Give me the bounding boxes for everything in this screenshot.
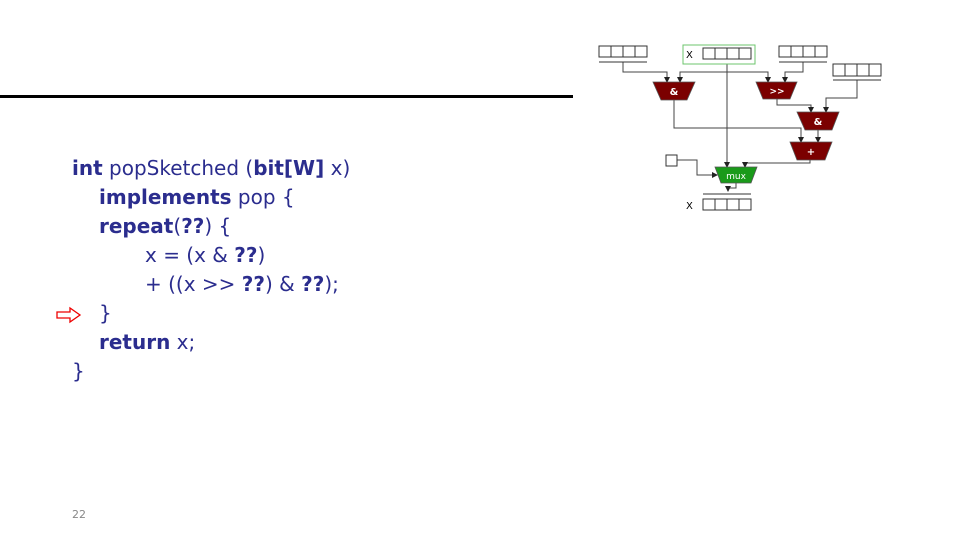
code-text: ) { (204, 214, 232, 238)
hole: ?? (181, 214, 205, 238)
mux-select-bit (665, 154, 678, 167)
output-x-register (702, 193, 752, 211)
constant-register-c (832, 63, 882, 81)
code-text: popSketched ( (102, 156, 254, 180)
hole: ?? (241, 272, 265, 296)
keyword: implements (99, 185, 232, 209)
and-label: & (670, 87, 679, 98)
code-text: x = (x & (145, 243, 235, 267)
code-line-close-fn: } (72, 359, 85, 383)
and-gate-1 (652, 81, 696, 101)
and2-label: & (814, 117, 823, 128)
code-text: ( (173, 214, 182, 238)
hole: ?? (234, 243, 258, 267)
code-text: + ((x >> (145, 272, 242, 296)
and-gate-2 (796, 111, 840, 131)
code-line-assign: x = (x & ??) (145, 243, 265, 267)
code-line-return: return x; (99, 330, 195, 354)
shift-gate (755, 81, 798, 100)
hole: ?? (301, 272, 325, 296)
code-line-implements: implements pop { (99, 185, 295, 209)
code-text: pop { (231, 185, 295, 209)
code-line-close-repeat: } (99, 301, 112, 325)
keyword: return (99, 330, 171, 354)
code-text: x) (324, 156, 351, 180)
page-number: 22 (72, 508, 86, 521)
code-line-repeat: repeat(??) { (99, 214, 231, 238)
output-x-label: X (686, 201, 693, 212)
current-line-arrow-icon (56, 306, 82, 324)
mux-gate (714, 166, 758, 184)
keyword: repeat (99, 214, 174, 238)
code-text: ) (257, 243, 266, 267)
keyword: int (72, 156, 103, 180)
code-text: ) & (265, 272, 302, 296)
shift-label: >> (769, 87, 784, 97)
plus-label: + (807, 147, 815, 158)
code-text: x; (170, 330, 196, 354)
constant-register-b (778, 45, 828, 63)
input-x-label: X (686, 50, 693, 61)
plus-gate (789, 141, 833, 161)
code-line-signature: int popSketched (bit[W] x) (72, 156, 350, 180)
keyword: bit[W] (253, 156, 325, 180)
code-text: ); (324, 272, 339, 296)
constant-register-a (598, 45, 648, 63)
code-line-plus: + ((x >> ??) & ??); (145, 272, 339, 296)
mux-label: mux (726, 172, 746, 182)
input-x-register (702, 47, 752, 60)
title-divider (0, 95, 573, 98)
